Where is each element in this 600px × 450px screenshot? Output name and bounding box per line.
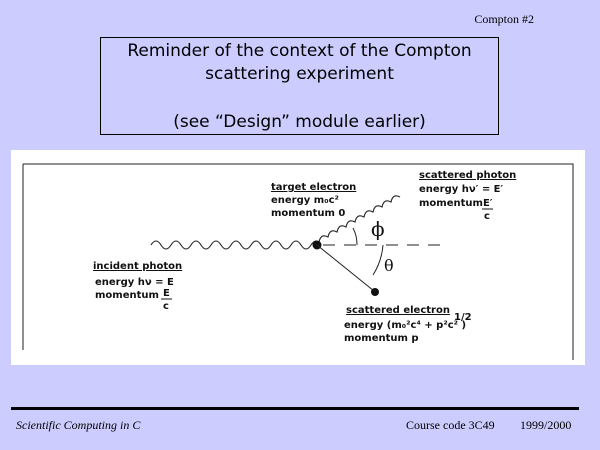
target-electron-energy: energy m₀c²: [271, 195, 339, 206]
slide-label: Compton #2: [474, 12, 534, 26]
target-electron-title: target electron: [271, 182, 356, 193]
scattered-electron-energy: energy (m₀²c⁴ + p²c² ): [344, 320, 466, 331]
scattered-photon-frac-den: c: [484, 211, 490, 222]
incident-photon-frac-den: c: [163, 301, 169, 312]
scattered-photon-frac-num: E′: [483, 198, 493, 209]
title-line-3: (see “Design” module earlier): [173, 112, 426, 132]
theta-symbol: θ: [384, 256, 394, 275]
phi-arc: [352, 227, 358, 246]
incident-photon-title: incident photon: [93, 261, 182, 272]
scattered-photon-momentum: momentum: [419, 198, 483, 209]
incident-photon-frac-num: E: [163, 288, 170, 299]
title-line-1: Reminder of the context of the Compton: [127, 41, 472, 61]
phi-symbol: ϕ: [371, 217, 385, 241]
incident-photon-energy: energy hν = E: [95, 277, 174, 288]
title-line-2: scattering experiment: [205, 64, 394, 84]
scattered-electron-path: [316, 244, 375, 292]
scattered-photon-energy: energy hν′ = E′: [419, 184, 504, 195]
footer-rule: [11, 407, 579, 410]
scattered-electron-exponent: 1/2: [454, 312, 472, 323]
footer-year: 1999/2000: [520, 418, 572, 432]
footer-course-code: Course code 3C49: [406, 418, 495, 432]
scattered-photon-title: scattered photon: [419, 170, 516, 181]
compton-diagram: ϕ θ target electron energy m₀c² momentum…: [11, 150, 585, 365]
scattered-electron-title: scattered electron: [346, 305, 450, 316]
target-electron-momentum: momentum 0: [271, 208, 345, 219]
scattered-photon-wave: [318, 195, 401, 243]
incident-photon-wave: [150, 240, 322, 250]
scattered-electron-dot: [371, 288, 379, 296]
theta-arc: [372, 244, 384, 276]
scattered-electron-momentum: momentum p: [344, 333, 419, 344]
frame-line-top-right: [23, 163, 574, 360]
footer-course-title: Scientific Computing in C: [16, 418, 141, 432]
compton-diagram-svg: ϕ θ target electron energy m₀c² momentum…: [22, 163, 574, 360]
incident-photon-momentum: momentum: [95, 290, 159, 301]
title-box: Reminder of the context of the Compton s…: [100, 37, 499, 135]
